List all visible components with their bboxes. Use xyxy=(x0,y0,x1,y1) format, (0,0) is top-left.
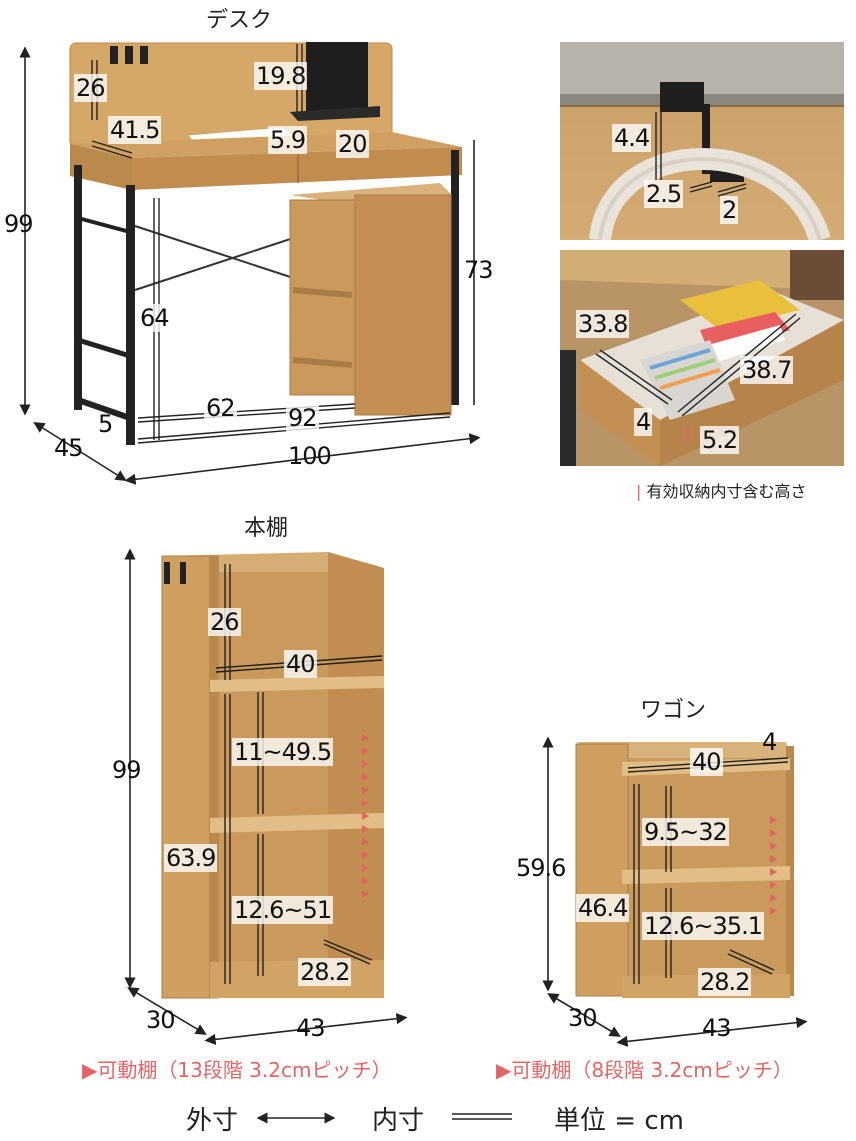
bookshelf-title: 本棚 xyxy=(244,516,289,541)
bookshelf-total-height: 99 xyxy=(112,756,142,784)
wagon-upper-range: 9.5~32 xyxy=(642,818,729,846)
bookshelf-lower-height: 63.9 xyxy=(164,844,218,872)
drawer-width: 33.8 xyxy=(576,310,630,338)
wagon-pitch-marker xyxy=(770,868,777,876)
shelf-pitch-marker xyxy=(362,825,369,833)
desk-foot: 5 xyxy=(98,410,113,438)
hook-gap: 2.5 xyxy=(644,180,684,208)
shelf-pitch-marker xyxy=(362,773,369,781)
hook-detail-photo xyxy=(560,42,844,240)
bookshelf-inner-depth: 28.2 xyxy=(298,958,352,986)
wagon-total-height: 59.6 xyxy=(516,854,566,882)
desk-shelf-depth: 20 xyxy=(336,130,369,158)
wagon-rim: 4 xyxy=(762,728,777,756)
wagon-lower-range: 12.6~35.1 xyxy=(642,912,764,940)
desk-shelf-height: 19.8 xyxy=(254,62,308,90)
desk-knee-height: 64 xyxy=(138,304,171,332)
legend-outer-label: 外寸 xyxy=(186,1106,239,1136)
caption-mark: | xyxy=(636,482,642,501)
hook-depth: 2 xyxy=(720,196,739,224)
legend-inner-label: 内寸 xyxy=(372,1106,425,1136)
shelf-pitch-marker xyxy=(362,734,369,742)
shelf-pitch-marker xyxy=(362,760,369,768)
caption-text: 有効収納内寸含む高さ xyxy=(646,482,807,501)
wagon-pitch-marker xyxy=(770,907,777,915)
shelf-pitch-marker xyxy=(362,838,369,846)
shelf-pitch-marker xyxy=(362,864,369,872)
wagon-inner-height: 46.4 xyxy=(576,894,630,922)
desk-inner-width: 62 xyxy=(204,394,237,422)
drawer-caption: | 有効収納内寸含む高さ xyxy=(636,478,807,502)
bookshelf-middle-range: 11~49.5 xyxy=(232,738,334,766)
drawer-front: 4 xyxy=(634,408,653,436)
wagon-pitch-marker xyxy=(770,894,777,902)
shelf-pitch-marker xyxy=(362,812,369,820)
drawer-diagonal: 38.7 xyxy=(740,356,794,384)
bookshelf-top-height: 26 xyxy=(208,608,241,636)
shelf-pitch-marker xyxy=(362,877,369,885)
desk-upper-width: 41.5 xyxy=(108,116,162,144)
hook-height: 4.4 xyxy=(612,124,652,152)
bookshelf-depth: 30 xyxy=(146,1006,176,1034)
desk-slot-height: 5.9 xyxy=(268,126,308,154)
desk-depth: 45 xyxy=(54,434,84,462)
drawer-inner-height: 5.2 xyxy=(700,426,740,454)
bookshelf-inner-width: 40 xyxy=(284,650,317,678)
wagon-depth: 30 xyxy=(568,1004,598,1032)
shelf-pitch-marker xyxy=(362,851,369,859)
wagon-width: 43 xyxy=(702,1014,732,1042)
shelf-pitch-marker xyxy=(362,799,369,807)
wagon-title: ワゴン xyxy=(640,698,707,723)
wagon-pitch-marker xyxy=(770,829,777,837)
bookshelf-width: 43 xyxy=(296,1014,326,1042)
wagon-note: ▶可動棚（8段階 3.2cmピッチ） xyxy=(496,1058,793,1082)
wagon-pitch-marker xyxy=(770,881,777,889)
wagon-inner-width: 40 xyxy=(690,748,723,776)
desk-hook-height: 26 xyxy=(74,74,107,102)
wagon-pitch-marker xyxy=(770,855,777,863)
legend-unit-label: 単位 = cm xyxy=(554,1106,684,1136)
desk-width: 100 xyxy=(288,442,332,470)
bookshelf-lower-range: 12.6~51 xyxy=(232,896,334,924)
bookshelf-note: ▶可動棚（13段階 3.2cmピッチ） xyxy=(82,1058,392,1082)
wagon-inner-depth: 28.2 xyxy=(698,968,752,996)
shelf-pitch-marker xyxy=(362,747,369,755)
shelf-pitch-marker xyxy=(362,786,369,794)
wagon-pitch-marker xyxy=(770,842,777,850)
desk-title: デスク xyxy=(206,8,273,33)
desk-span: 92 xyxy=(286,404,319,432)
shelf-pitch-marker xyxy=(362,890,369,898)
wagon-pitch-marker xyxy=(770,816,777,824)
desk-total-height: 99 xyxy=(4,210,34,238)
desk-height: 73 xyxy=(464,256,494,284)
